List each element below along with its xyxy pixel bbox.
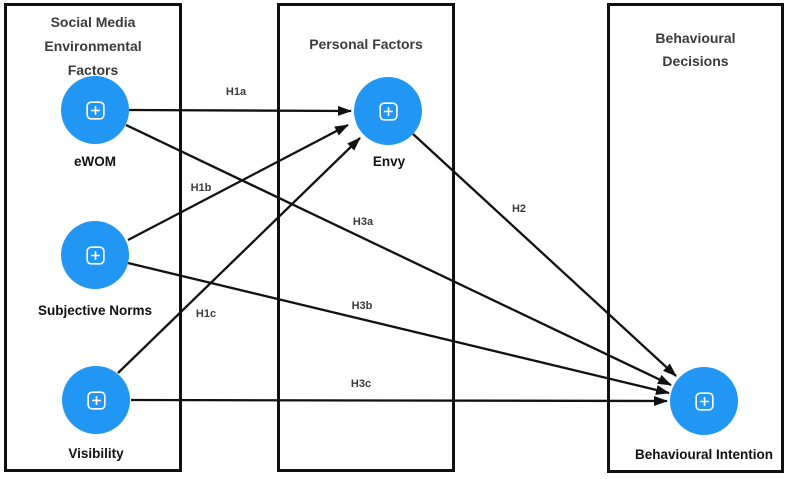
group-title-line: Environmental xyxy=(44,38,142,54)
group-box-behavioural-decisions xyxy=(607,3,784,473)
plus-in-rounded-square-icon xyxy=(86,390,106,410)
edge-h3a-arrow xyxy=(125,123,672,387)
edge-label-h3c: H3c xyxy=(350,378,372,390)
group-title-social-media-environmental-factors: Social Media Environmental Factors xyxy=(4,10,182,82)
group-title-line: Personal Factors xyxy=(309,36,423,52)
node-ewom xyxy=(61,76,129,144)
group-title-line: Social Media xyxy=(50,14,136,30)
node-label-visibility: Visibility xyxy=(68,446,124,461)
plus-in-rounded-square-icon xyxy=(85,245,105,265)
node-label-behavioural-intention: Behavioural Intention xyxy=(634,447,773,462)
group-title-personal-factors: Personal Factors xyxy=(277,35,455,53)
edge-h1c-arrow xyxy=(117,137,361,374)
node-label-ewom: eWOM xyxy=(74,154,116,169)
node-label-subjective-norms: Subjective Norms xyxy=(37,303,153,318)
group-title-line: Behavioural xyxy=(655,30,736,46)
edge-label-h3b: H3b xyxy=(351,300,373,312)
edge-h1a-arrow xyxy=(128,105,352,116)
edge-h3b-arrow xyxy=(127,261,670,395)
edge-label-h1b: H1b xyxy=(190,182,212,194)
group-title-line: Factors xyxy=(67,62,119,78)
node-label-envy: Envy xyxy=(372,154,406,169)
edge-label-h1c: H1c xyxy=(195,308,217,320)
plus-in-rounded-square-icon xyxy=(378,101,398,121)
edge-h1b-arrow xyxy=(127,123,349,242)
group-title-line: Decisions xyxy=(662,53,729,69)
node-envy xyxy=(354,77,422,145)
plus-in-rounded-square-icon xyxy=(694,391,714,411)
node-subjective-norms xyxy=(61,221,129,289)
group-box-personal-factors xyxy=(277,3,455,472)
group-box-social-media-environmental-factors xyxy=(4,3,182,472)
edge-label-h1a: H1a xyxy=(225,86,247,98)
edge-label-h3a: H3a xyxy=(352,216,374,228)
edge-h2-arrow xyxy=(412,133,677,377)
node-visibility xyxy=(62,366,130,434)
plus-in-rounded-square-icon xyxy=(85,100,105,120)
edge-label-h2: H2 xyxy=(511,203,527,215)
edge-h3c-arrow xyxy=(130,395,668,406)
node-behavioural-intention xyxy=(670,367,738,435)
group-title-behavioural-decisions: Behavioural Decisions xyxy=(607,27,784,73)
